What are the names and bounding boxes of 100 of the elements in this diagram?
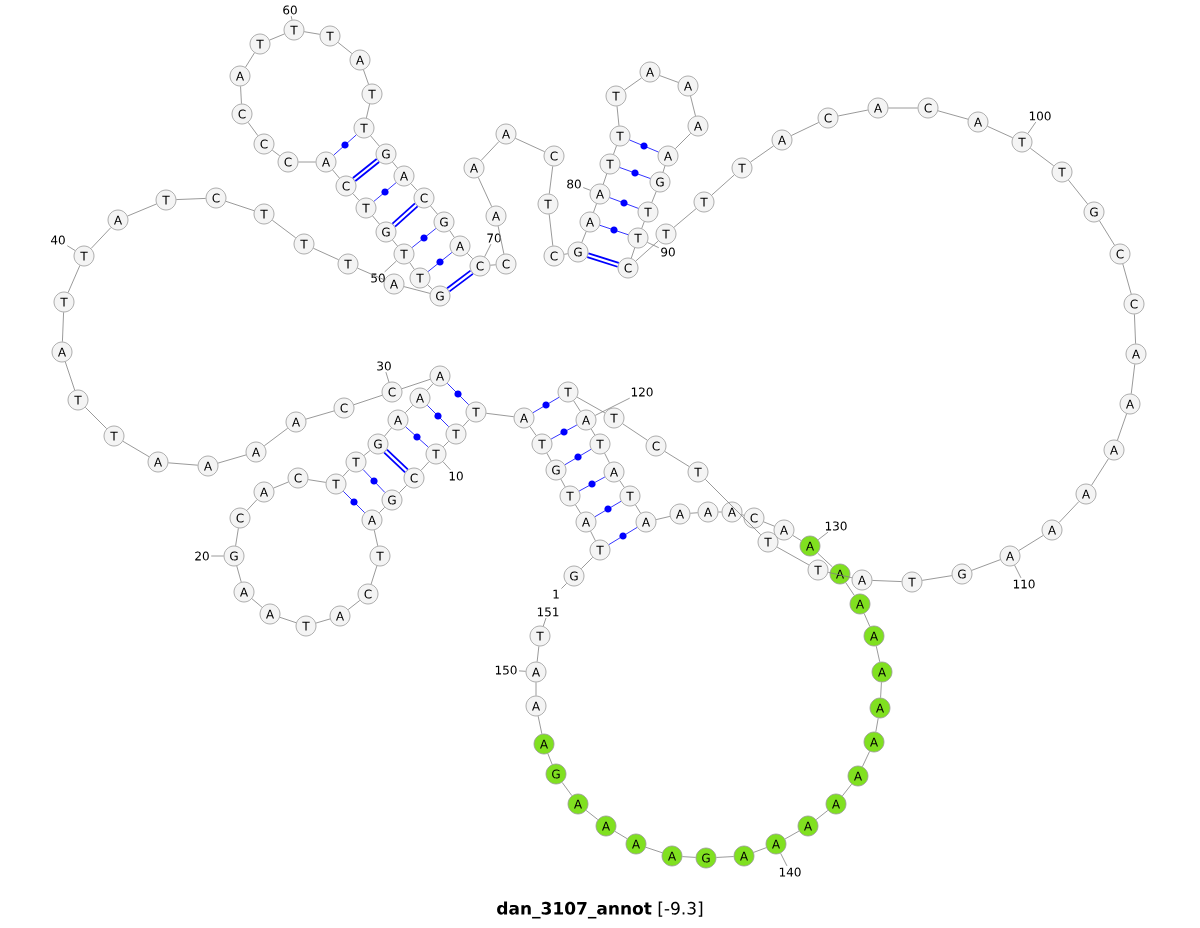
leader-line <box>542 617 547 627</box>
backbone-line <box>763 521 775 527</box>
backbone-line <box>1099 220 1115 246</box>
backbone-line <box>392 239 398 247</box>
backbone-line <box>240 86 242 105</box>
backbone-line <box>1122 263 1132 295</box>
backbone-line <box>225 200 255 212</box>
backbone-line <box>662 165 666 173</box>
base-pair-line <box>532 396 560 414</box>
backbone-line <box>398 484 408 494</box>
backbone-line <box>384 427 392 437</box>
base-pair-line <box>599 224 629 236</box>
base-pair-line <box>446 269 474 293</box>
backbone-line <box>560 478 566 488</box>
leader-line <box>210 555 224 557</box>
backbone-line <box>1029 147 1055 167</box>
backbone-line <box>271 149 281 157</box>
backbone-line <box>269 33 285 41</box>
leader-line <box>594 397 631 416</box>
backbone-line <box>515 137 545 153</box>
backbone-line <box>827 571 853 579</box>
backbone-line <box>690 512 699 514</box>
backbone-line <box>490 264 497 266</box>
backbone-line <box>604 452 610 464</box>
backbone-line <box>307 479 327 483</box>
base-pair-line <box>629 139 659 153</box>
backbone-line <box>784 830 800 840</box>
backbone-line <box>167 462 199 466</box>
backbone-line <box>875 645 881 663</box>
base-pair-line <box>587 252 619 268</box>
base-pair-line <box>383 449 409 473</box>
backbone-line <box>537 715 543 735</box>
leader-line <box>518 670 527 672</box>
backbone-line <box>547 753 553 765</box>
backbone-line <box>1117 413 1127 441</box>
backbone-line <box>372 215 380 225</box>
backbone-line <box>303 31 321 35</box>
backbone-line <box>462 419 470 427</box>
backbone-line <box>246 499 258 511</box>
backbone-line <box>1134 314 1136 344</box>
backbone-line <box>90 227 112 249</box>
backbone-line <box>449 230 455 238</box>
backbone-line <box>251 598 263 608</box>
backbone-line <box>404 404 414 414</box>
backbone-line <box>711 174 735 196</box>
backbone-line <box>921 575 953 581</box>
backbone-line <box>62 312 64 342</box>
leader-line <box>484 243 492 258</box>
backbone-line <box>337 42 353 54</box>
backbone-line <box>664 451 690 467</box>
backbone-line <box>750 145 774 163</box>
backbone-line <box>690 95 696 117</box>
backbone-line <box>409 262 415 270</box>
base-pair-line <box>619 167 651 179</box>
backbone-line <box>497 225 505 255</box>
backbone-line <box>590 530 596 542</box>
backbone-line <box>342 469 350 477</box>
leader-line <box>384 260 397 273</box>
backbone-line <box>776 546 810 566</box>
backbone-line <box>403 286 431 294</box>
backbone-line <box>64 361 76 391</box>
base-pair-line <box>609 197 639 209</box>
backbone-line <box>546 452 552 462</box>
backbone-line <box>366 103 370 119</box>
leader-line <box>817 531 829 541</box>
base-pair-line <box>578 476 606 492</box>
backbone-line <box>485 412 515 418</box>
leader-line <box>66 245 76 251</box>
backbone-line <box>614 830 628 840</box>
backbone-line <box>1058 501 1080 523</box>
backbone-line <box>370 135 380 147</box>
backbone-line <box>427 284 433 290</box>
backbone-line <box>791 122 820 136</box>
backbone-line <box>363 69 369 85</box>
backbone-line <box>863 613 871 627</box>
backbone-line <box>235 527 239 547</box>
backbone-line <box>651 191 657 203</box>
backbone-line <box>635 240 659 262</box>
backbone-line <box>655 516 671 520</box>
leader-line <box>780 852 788 867</box>
backbone-line <box>236 565 242 583</box>
base-pair-line <box>362 469 386 493</box>
backbone-line <box>122 440 150 458</box>
backbone-line <box>430 205 438 215</box>
backbone-line <box>619 480 625 488</box>
backbone-line <box>561 782 573 796</box>
backbone-line <box>937 110 969 120</box>
base-pair-line <box>333 134 357 156</box>
backbone-line <box>641 221 645 229</box>
backbone-line <box>313 247 339 261</box>
backbone-line <box>573 400 581 412</box>
backbone-line <box>645 846 663 854</box>
backbone-line <box>84 406 108 430</box>
backbone-line <box>624 77 642 91</box>
backbone-line <box>576 396 606 414</box>
backbone-line <box>548 213 554 247</box>
backbone-line <box>987 125 1013 139</box>
leader-line <box>1027 121 1037 134</box>
backbone-line <box>845 582 855 596</box>
backbone-line <box>1091 458 1109 486</box>
